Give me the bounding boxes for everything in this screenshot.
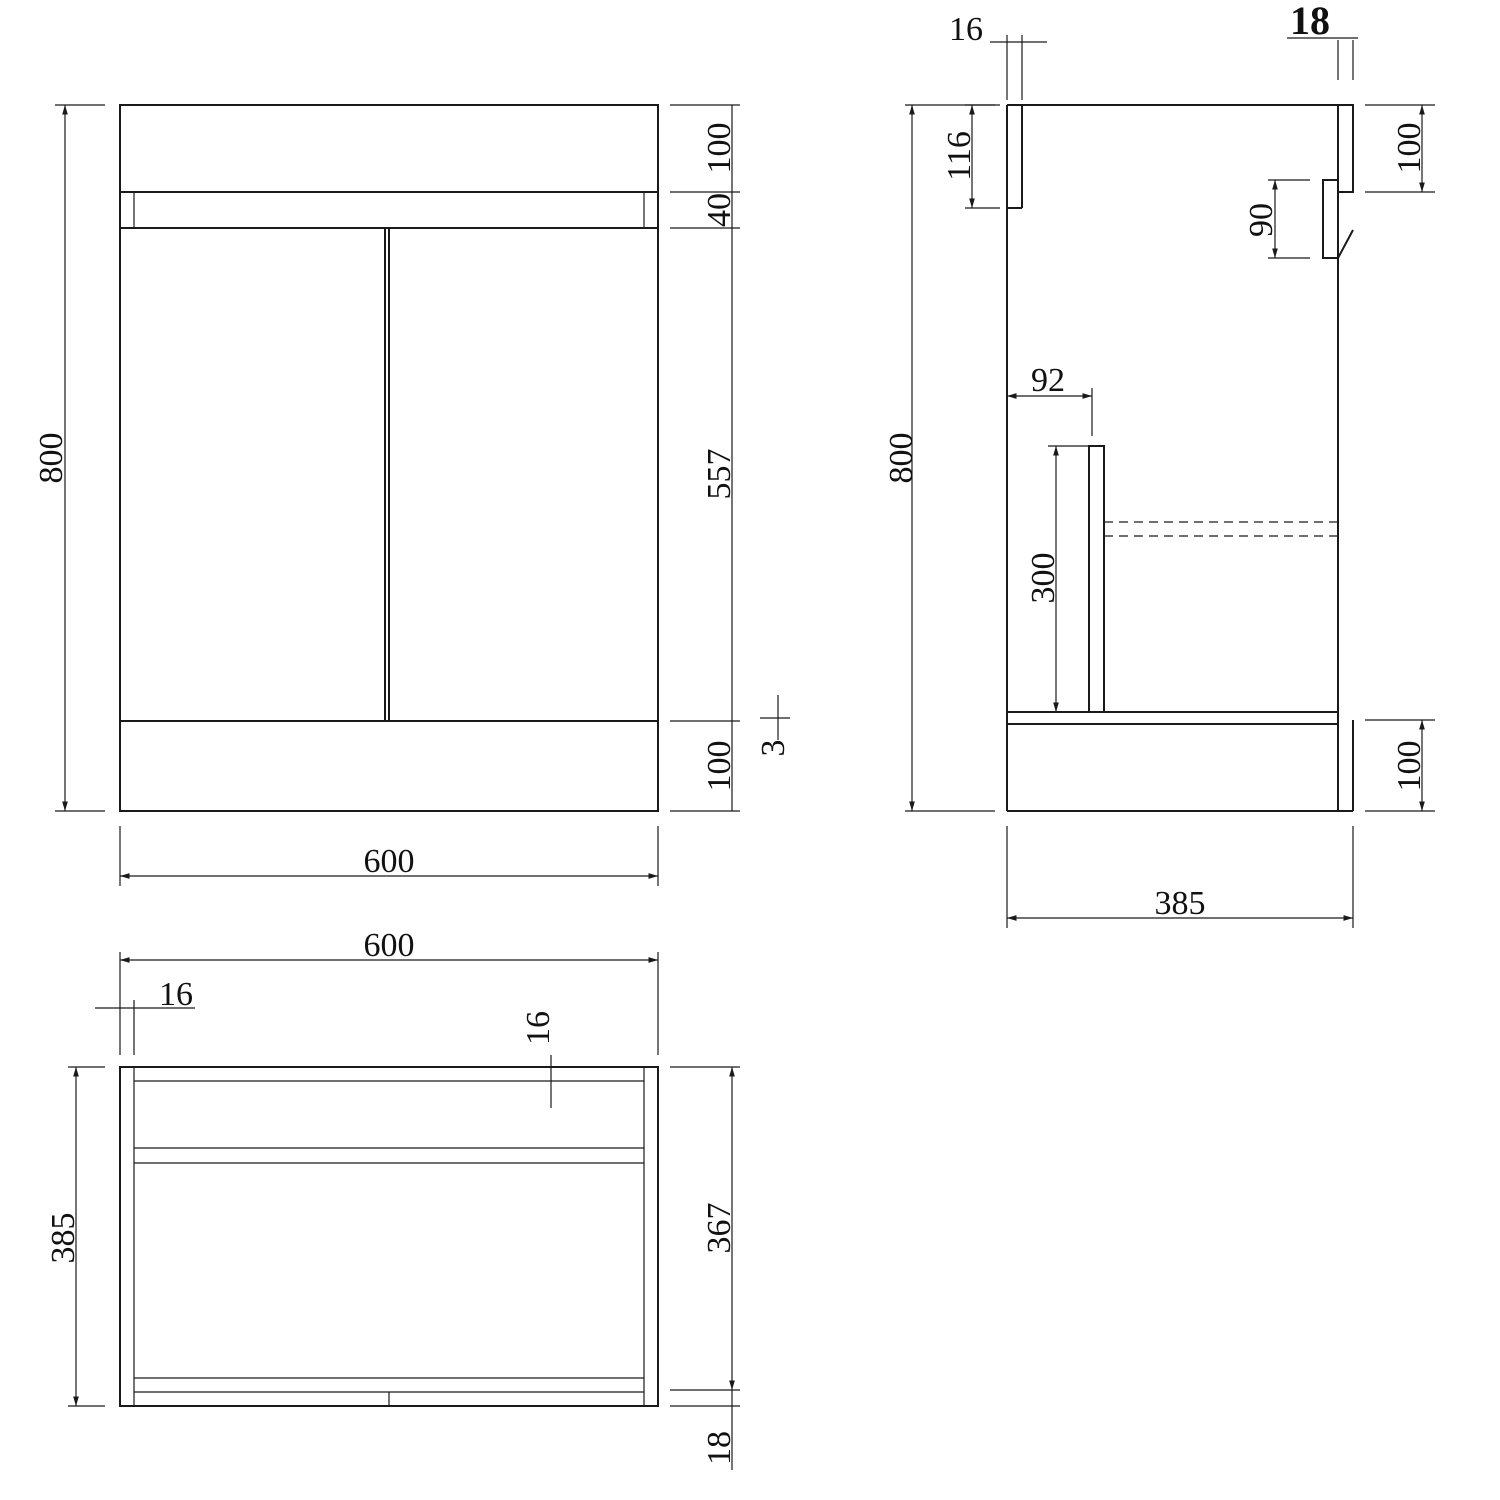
- side-back-thickness-label: 18: [1290, 0, 1330, 43]
- side-shelf-offset-label: 92: [1031, 362, 1065, 399]
- side-height-label: 800: [883, 433, 920, 484]
- side-notch: [1322, 179, 1338, 259]
- side-top-band-label: 100: [1391, 123, 1428, 174]
- front-plinth-label: 100: [701, 741, 738, 792]
- plan-rail-thickness-label: 16: [520, 1011, 557, 1045]
- front-doors-label: 557: [701, 449, 738, 500]
- side-depth-label: 385: [1155, 885, 1206, 922]
- front-door-gap: [384, 227, 390, 722]
- front-top-band-label: 100: [701, 123, 738, 174]
- side-shelf-height-label: 300: [1025, 553, 1062, 604]
- front-view: 800 600 100 40 557 100 3: [33, 104, 792, 886]
- front-gap-label: 3: [755, 740, 792, 757]
- plan-outline: [119, 1066, 659, 1407]
- plan-view: 600 16 16 385 367 18: [45, 927, 740, 1470]
- front-rail-label: 40: [701, 193, 738, 227]
- front-height-label: 800: [33, 433, 70, 484]
- plan-width-label: 600: [364, 927, 415, 964]
- side-view: 16 18 116 800 100 90 92 3: [883, 0, 1435, 928]
- side-divider: [1088, 445, 1105, 713]
- side-top-edge: [1007, 104, 1354, 193]
- front-width-label: 600: [364, 843, 415, 880]
- plan-inner-depth-label: 367: [701, 1203, 738, 1254]
- front-outline: [119, 104, 659, 812]
- side-panel-thickness-label: 16: [949, 11, 983, 48]
- side-notch-cut: [1337, 229, 1354, 259]
- plan-base-thickness-label: 18: [701, 1431, 738, 1465]
- side-top-rail-label: 116: [941, 131, 978, 181]
- plan-side-thickness-label: 16: [159, 976, 193, 1013]
- side-notch-label: 90: [1243, 203, 1280, 237]
- plan-depth-label: 385: [45, 1213, 82, 1264]
- side-plinth-label: 100: [1391, 741, 1428, 792]
